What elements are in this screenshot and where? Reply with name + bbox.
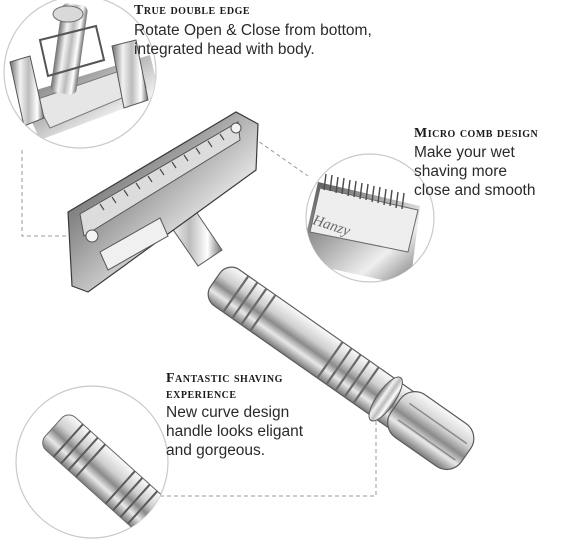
- bottom-callout-title-line: Fantastic shaving: [166, 371, 283, 386]
- bottom-callout-line: handle looks eligant: [166, 423, 304, 440]
- main-razor: [67, 111, 475, 471]
- top-callout-line: Rotate Open & Close from bottom,: [134, 22, 372, 39]
- right-callout-line: Make your wet: [414, 144, 515, 161]
- right-callout-title: Micro comb design: [414, 126, 539, 141]
- bottom-callout-line: and gorgeous.: [166, 442, 266, 459]
- right-callout-text: Make your wet shaving more close and smo…: [414, 143, 536, 200]
- inset-comb-closeup: [305, 153, 435, 283]
- bottom-callout-line: New curve design: [166, 404, 290, 421]
- bottom-callout-text: New curve design handle looks eligant an…: [166, 403, 303, 460]
- inset-handle-closeup: [15, 385, 169, 539]
- right-callout-line: shaving more: [414, 163, 508, 180]
- callout-leader-lines: [21, 133, 377, 497]
- inset-head-closeup: [3, 0, 157, 149]
- right-callout-line: close and smooth: [414, 182, 536, 199]
- bottom-callout-title-line: experience: [166, 387, 237, 402]
- top-callout-line: integrated head with body.: [134, 41, 315, 58]
- top-callout-text: Rotate Open & Close from bottom, integra…: [134, 21, 372, 59]
- top-callout-title: True double edge: [134, 3, 251, 18]
- bottom-callout-title: Fantastic shaving experience: [166, 371, 283, 403]
